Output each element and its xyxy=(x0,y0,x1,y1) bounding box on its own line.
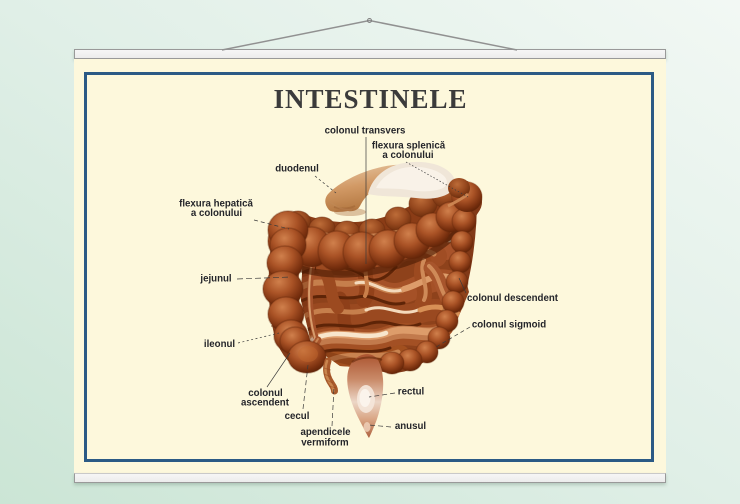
svg-text:a colonului: a colonului xyxy=(191,208,242,219)
svg-text:cecul: cecul xyxy=(285,411,310,422)
svg-text:colonul: colonul xyxy=(248,388,282,399)
svg-text:duodenul: duodenul xyxy=(275,164,319,175)
svg-text:vermiform: vermiform xyxy=(301,438,349,449)
svg-text:flexura splenică: flexura splenică xyxy=(372,141,446,152)
svg-text:ileonul: ileonul xyxy=(204,339,235,350)
svg-text:jejunul: jejunul xyxy=(199,274,231,285)
svg-text:apendicele: apendicele xyxy=(300,427,351,438)
svg-text:colonul transvers: colonul transvers xyxy=(325,126,406,137)
svg-text:colonul sigmoid: colonul sigmoid xyxy=(472,320,546,331)
svg-text:a colonului: a colonului xyxy=(382,150,433,161)
svg-text:anusul: anusul xyxy=(395,421,426,432)
svg-text:ascendent: ascendent xyxy=(241,398,290,409)
svg-text:colonul descendent: colonul descendent xyxy=(467,293,559,304)
svg-text:rectul: rectul xyxy=(398,387,424,398)
svg-text:flexura hepatică: flexura hepatică xyxy=(179,199,253,210)
